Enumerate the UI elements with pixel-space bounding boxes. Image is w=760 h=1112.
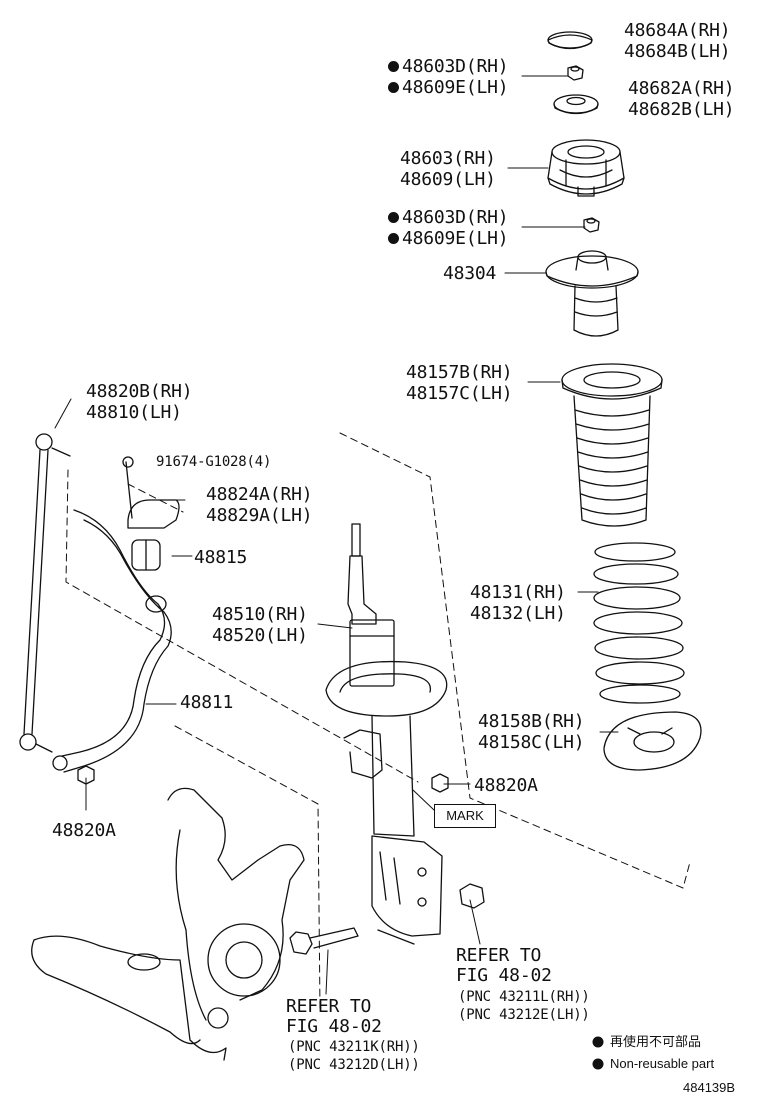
part-number: 48609E(LH) (402, 77, 509, 98)
label-48811: 48811 (180, 692, 234, 713)
figure-id: 484139B (683, 1080, 736, 1095)
part-number: 48820B(RH) (86, 381, 193, 402)
seat-48304 (545, 250, 639, 337)
part-number: 48609E(LH) (402, 228, 509, 249)
part-number: 48510(RH) (212, 604, 308, 625)
label-48603d-top: 48603D(RH) 48609E(LH) (388, 56, 509, 98)
bump-boot-48157 (561, 363, 663, 527)
label-48815: 48815 (194, 547, 248, 568)
label-48820b: 48820B(RH) 48810(LH) (86, 381, 193, 423)
label-48603: 48603(RH) 48609(LH) (400, 148, 496, 190)
label-48304: 48304 (443, 263, 497, 284)
refer-text: FIG 48-02 (456, 965, 552, 986)
strut-48510 (325, 523, 448, 945)
nut-48603d-mid (583, 217, 600, 233)
refer-text: FIG 48-02 (286, 1016, 382, 1037)
non-reusable-dot-icon (388, 82, 399, 93)
part-number: 48157B(RH) (406, 362, 513, 383)
part-number: 48603D(RH) (402, 56, 509, 77)
nut-48820a-right (431, 773, 449, 793)
part-number: 48684B(LH) (624, 41, 731, 62)
refer-block-right: REFER TO FIG 48-02 (456, 946, 552, 986)
label-48603d-mid: 48603D(RH) 48609E(LH) (388, 207, 509, 249)
pnc-text: (PNC 43211K(RH)) (288, 1039, 420, 1055)
part-number: 48829A(LH) (206, 505, 313, 526)
label-48157: 48157B(RH) 48157C(LH) (406, 362, 513, 404)
pnc-text: (PNC 43212D(LH)) (288, 1057, 420, 1073)
stabilizer-link-48820b (19, 433, 71, 753)
washer-48682 (553, 94, 599, 115)
bolt-left (289, 927, 359, 955)
label-48131: 48131(RH) 48132(LH) (470, 582, 566, 624)
part-number: 48810(LH) (86, 402, 182, 423)
pnc-text: (PNC 43211L(RH)) (458, 989, 590, 1005)
part-number: 48609(LH) (400, 169, 496, 190)
part-number: 48682B(LH) (628, 99, 735, 120)
assembly-guide-lines (65, 432, 691, 1011)
non-reusable-dot-icon (388, 61, 399, 72)
stabilizer-bar-48811 (52, 456, 180, 773)
part-number: 48603D(RH) (402, 207, 509, 228)
refer-pnc-left: (PNC 43211K(RH)) (PNC 43212D(LH)) (288, 1038, 420, 1074)
refer-text: REFER TO (286, 996, 372, 1017)
part-number: 48158C(LH) (478, 732, 585, 753)
pnc-text: (PNC 43212E(LH)) (458, 1007, 590, 1023)
label-48510: 48510(RH) 48520(LH) (212, 604, 308, 646)
mark-label: MARK (434, 804, 496, 828)
refer-text: REFER TO (456, 945, 542, 966)
part-number: 48131(RH) (470, 582, 566, 603)
label-48820a-left: 48820A (52, 820, 116, 841)
label-48158: 48158B(RH) 48158C(LH) (478, 711, 585, 753)
refer-pnc-right: (PNC 43211L(RH)) (PNC 43212E(LH)) (458, 988, 590, 1024)
part-number: 48132(LH) (470, 603, 566, 624)
nut-48820a-left (77, 765, 95, 785)
insulator-48158 (603, 711, 702, 771)
part-number: 48824A(RH) (206, 484, 313, 505)
legend-english: Non-reusable part (610, 1056, 715, 1071)
part-number: 48603(RH) (400, 148, 496, 169)
part-number: 48684A(RH) (624, 20, 731, 41)
label-48682: 48682A(RH) 48682B(LH) (628, 78, 735, 120)
label-91674: 91674-G1028(4) (156, 454, 272, 470)
cap-48684 (547, 31, 593, 50)
coil-spring-48131 (593, 542, 685, 704)
part-number: 48157C(LH) (406, 383, 513, 404)
nut-48603d-top (567, 65, 584, 81)
label-48824: 48824A(RH) 48829A(LH) (206, 484, 313, 526)
non-reusable-dot-icon (388, 233, 399, 244)
legend-dots (592, 1036, 604, 1070)
refer-block-left: REFER TO FIG 48-02 (286, 997, 382, 1037)
label-48684: 48684A(RH) 48684B(LH) (624, 20, 731, 62)
leader-lines (54, 75, 619, 995)
support-48603 (547, 139, 625, 197)
part-number: 48158B(RH) (478, 711, 585, 732)
part-number: 48520(LH) (212, 625, 308, 646)
non-reusable-dot-icon (388, 212, 399, 223)
bolt-right (459, 883, 485, 909)
legend-japanese: 再使用不可部品 (610, 1034, 702, 1049)
part-number: 48682A(RH) (628, 78, 735, 99)
label-48820a-right: 48820A (474, 775, 538, 796)
knuckle-and-arm (31, 787, 305, 1061)
